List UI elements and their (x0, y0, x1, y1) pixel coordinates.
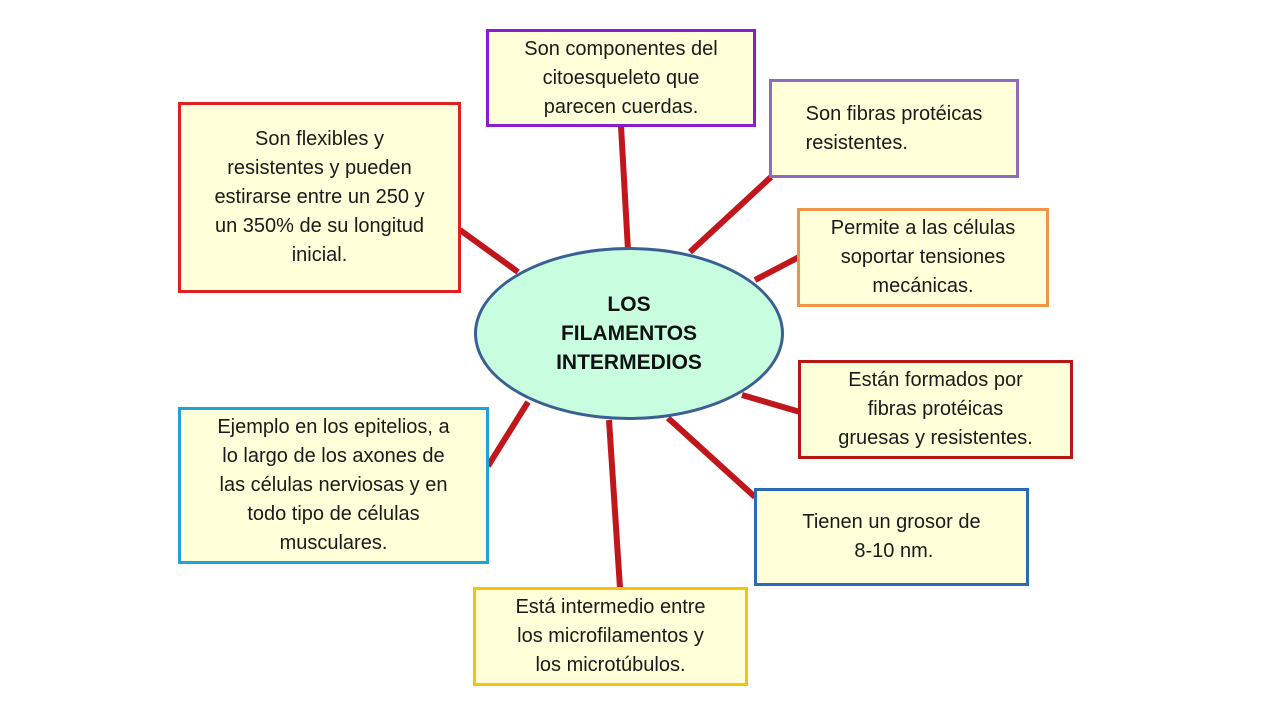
connector-flexibles (458, 227, 520, 275)
connector-intermedio (606, 419, 623, 589)
text-line: Están formados por (848, 369, 1023, 391)
text-line: Tienen un grosor de (802, 511, 981, 533)
text-line: gruesas y resistentes. (838, 427, 1033, 449)
connector-formados (741, 392, 801, 415)
connector-tensiones (753, 254, 801, 283)
text-line: los microfilamentos y (517, 625, 704, 647)
box-formados: Están formados por fibras protéicas grue… (798, 360, 1073, 459)
central-topic-line: INTERMEDIOS (556, 351, 702, 374)
text-line: musculares. (279, 532, 388, 554)
text-line: lo largo de los axones de (222, 445, 445, 467)
text-line: Permite a las células (830, 217, 1016, 239)
central-topic-text: LOS FILAMENTOS INTERMEDIOS (556, 290, 702, 377)
text-line: soportar tensiones (840, 246, 1006, 268)
text-line: todo tipo de células (247, 503, 420, 525)
box-fibras-text: Son fibras protéicas resistentes. (806, 100, 983, 158)
box-flexibles: Son flexibles y resistentes y pueden est… (178, 102, 461, 293)
text-line: Son flexibles y (255, 128, 384, 150)
text-line: citoesqueleto que (542, 66, 700, 89)
text-line: Son componentes del (524, 37, 718, 60)
connector-grosor (665, 415, 758, 500)
text-line: las células nerviosas y en (219, 474, 448, 496)
text-line: parecen cuerdas. (543, 95, 699, 118)
connector-ejemplo (485, 400, 531, 468)
box-intermedio: Está intermedio entre los microfilamento… (473, 587, 748, 686)
text-line: un 350% de su longitud (214, 215, 425, 237)
text-line: fibras protéicas (867, 398, 1004, 420)
box-flexibles-text: Son flexibles y resistentes y pueden est… (214, 125, 424, 270)
text-line: los microtúbulos. (535, 654, 686, 676)
box-tensiones-text: Permite a las células soportar tensiones… (831, 214, 1016, 301)
connector-fibras (687, 174, 774, 255)
box-ejemplo-text: Ejemplo en los epitelios, a lo largo de … (217, 413, 449, 558)
box-grosor-text: Tienen un grosor de 8-10 nm. (802, 508, 980, 566)
box-componentes: Son componentes del citoesqueleto que pa… (486, 29, 756, 127)
box-ejemplo: Ejemplo en los epitelios, a lo largo de … (178, 407, 489, 564)
text-line: Ejemplo en los epitelios, a (217, 416, 450, 438)
central-topic: LOS FILAMENTOS INTERMEDIOS (474, 247, 784, 420)
text-line: Está intermedio entre (515, 596, 706, 618)
text-line: 8-10 nm. (854, 540, 934, 562)
box-tensiones: Permite a las células soportar tensiones… (797, 208, 1049, 307)
connector-componentes (618, 125, 631, 251)
box-fibras: Son fibras protéicas resistentes. (769, 79, 1019, 178)
text-line: estirarse entre un 250 y (214, 186, 425, 208)
text-line: mecánicas. (872, 275, 974, 297)
text-line: Son fibras protéicas (805, 102, 983, 125)
text-line: inicial. (291, 244, 348, 266)
text-line: resistentes. (805, 131, 908, 154)
box-componentes-text: Son componentes del citoesqueleto que pa… (524, 35, 717, 122)
box-formados-text: Están formados por fibras protéicas grue… (838, 366, 1033, 453)
box-intermedio-text: Está intermedio entre los microfilamento… (515, 593, 705, 680)
box-grosor: Tienen un grosor de 8-10 nm. (754, 488, 1029, 586)
central-topic-line: FILAMENTOS (560, 322, 698, 345)
central-topic-line: LOS (607, 293, 651, 316)
text-line: resistentes y pueden (227, 157, 412, 179)
